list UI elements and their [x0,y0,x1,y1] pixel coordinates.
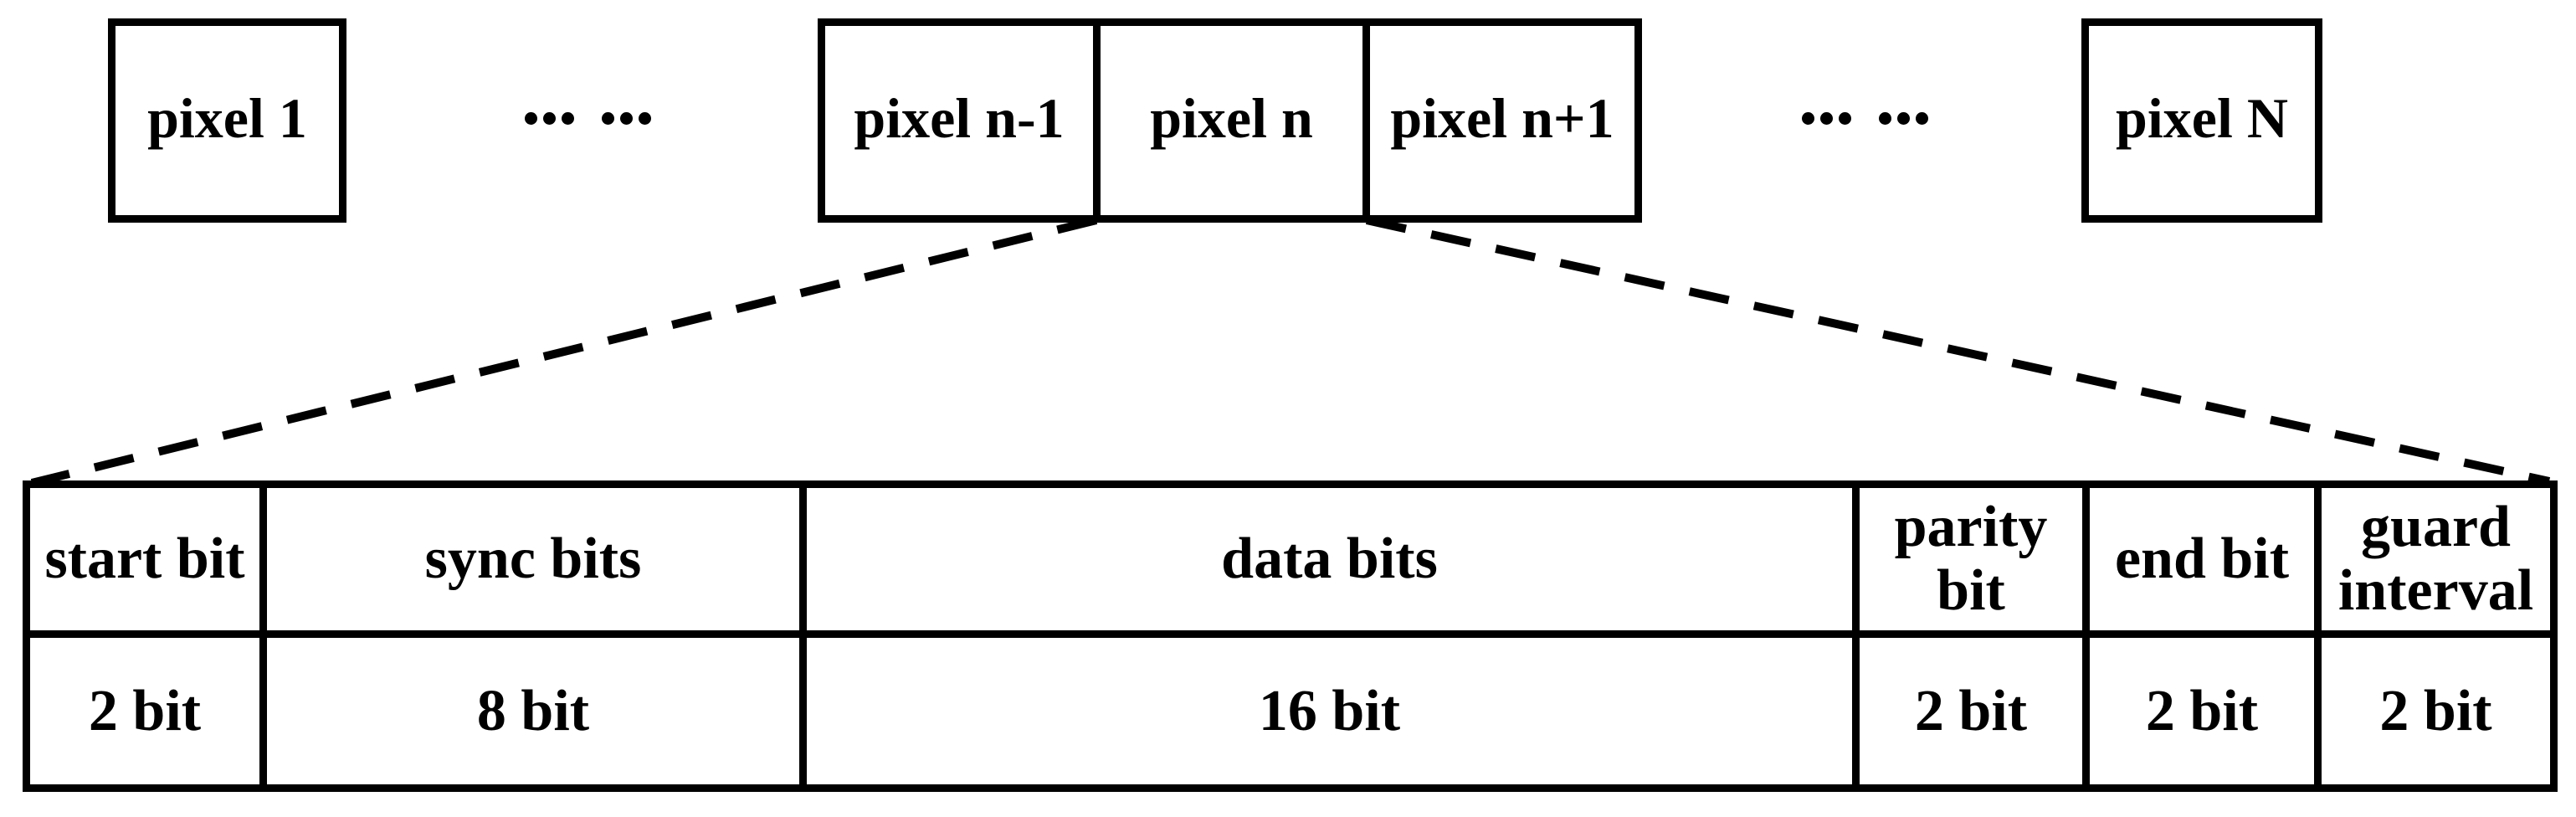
pixel-N-label: pixel N [2116,86,2288,150]
dot-icon [1879,112,1891,125]
ellipsis-dots-left [525,112,651,125]
field-length-parity-bit: 2 bit [1860,638,2082,784]
pixel-n-box: pixel n [1101,26,1362,215]
expansion-line-right [1365,216,2551,486]
field-header-end-bit: end bit [2090,488,2314,630]
field-header-data-bits: data bits [807,488,1852,630]
pixel-1-box: pixel 1 [108,18,346,223]
dot-icon [1802,112,1814,125]
pixel-n-group: pixel n-1 pixel n pixel n+1 [818,18,1642,223]
field-header-sync-bits: sync bits [267,488,799,630]
pixel-n-plus-1-label: pixel n+1 [1390,86,1614,150]
dot-icon [1897,112,1910,125]
dot-icon [602,112,614,125]
dot-icon [562,112,574,125]
dot-icon [620,112,633,125]
expansion-line-left [30,216,1098,487]
dot-icon [1916,112,1928,125]
packet-table: start bit sync bits data bits parity bit… [23,480,2558,792]
field-length-end-bit: 2 bit [2090,638,2314,784]
dot-icon [1820,112,1833,125]
ellipsis-dot-group [525,112,574,125]
pixel-n-label: pixel n [1150,86,1313,150]
dot-icon [1839,112,1851,125]
pixel-1-label: pixel 1 [147,86,307,150]
field-header-parity-bit: parity bit [1860,488,2082,630]
field-length-guard-interval: 2 bit [2322,638,2550,784]
pixel-n-plus-1-box: pixel n+1 [1370,26,1634,215]
pixel-n-minus-1-label: pixel n-1 [854,86,1065,150]
field-length-data-bits: 16 bit [807,638,1852,784]
dot-icon [543,112,556,125]
field-header-guard-interval: guard interval [2322,488,2550,630]
pixel-N-box: pixel N [2081,18,2322,223]
ellipsis-dots-right [1802,112,1928,125]
field-header-start-bit: start bit [30,488,259,630]
dot-icon [525,112,537,125]
field-length-start-bit: 2 bit [30,638,259,784]
ellipsis-dot-group [1879,112,1928,125]
field-length-sync-bits: 8 bit [267,638,799,784]
ellipsis-dot-group [602,112,651,125]
pixel-n-minus-1-box: pixel n-1 [825,26,1093,215]
dot-icon [639,112,651,125]
ellipsis-dot-group [1802,112,1851,125]
